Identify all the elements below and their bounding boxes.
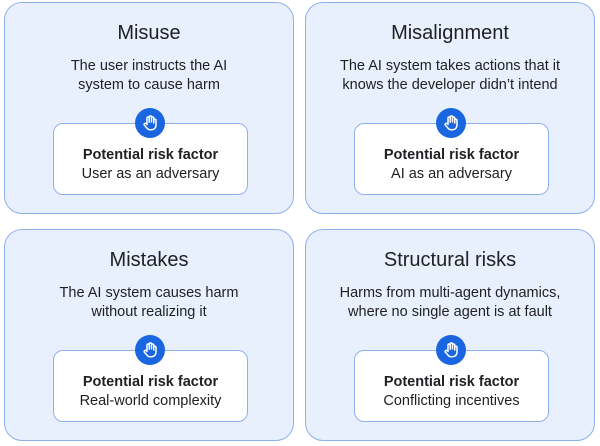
card-title: Mistakes	[109, 249, 189, 271]
card-title: Misuse	[117, 22, 181, 44]
risk-factor-box: Potential risk factor Conflicting incent…	[354, 335, 549, 422]
risk-factor-box: Potential risk factor AI as an adversary	[354, 108, 549, 195]
card-description-line: The user instructs the AI	[70, 58, 228, 74]
card-title: Misalignment	[391, 22, 509, 44]
raised-hand-icon	[436, 335, 466, 365]
risk-factor-heading: Potential risk factor	[383, 374, 520, 390]
raised-hand-icon	[135, 108, 165, 138]
card-description-line: without realizing it	[91, 304, 207, 320]
risk-factor-heading: Potential risk factor	[82, 374, 219, 390]
card-misalignment: Misalignment The AI system takes actions…	[305, 2, 595, 214]
risk-factor-heading: Potential risk factor	[82, 147, 219, 163]
card-description: Harms from multi-agent dynamics, where n…	[316, 284, 584, 322]
card-description-line: knows the developer didn’t intend	[342, 77, 558, 93]
card-mistakes: Mistakes The AI system causes harm witho…	[4, 229, 294, 441]
card-description-line: where no single agent is at fault	[348, 304, 552, 320]
card-description: The AI system causes harm without realiz…	[15, 284, 283, 322]
risk-factor-value: AI as an adversary	[391, 166, 512, 182]
risk-factor-box: Potential risk factor Real-world complex…	[53, 335, 248, 422]
raised-hand-icon	[135, 335, 165, 365]
risk-factor-heading: Potential risk factor	[383, 147, 520, 163]
card-description: The AI system takes actions that it know…	[316, 57, 584, 95]
risk-factor-value: Real-world complexity	[79, 393, 222, 409]
card-structural-risks: Structural risks Harms from multi-agent …	[305, 229, 595, 441]
risk-factor-box: Potential risk factor User as an adversa…	[53, 108, 248, 195]
card-description-line: The AI system causes harm	[59, 285, 239, 301]
card-description: The user instructs the AI system to caus…	[15, 57, 283, 95]
risk-factor-value: User as an adversary	[81, 166, 220, 182]
card-title: Structural risks	[383, 249, 517, 271]
risk-factor-value: Conflicting incentives	[383, 393, 520, 409]
card-description-line: system to cause harm	[78, 77, 220, 93]
card-description-line: Harms from multi-agent dynamics,	[339, 285, 561, 301]
card-description-line: The AI system takes actions that it	[339, 58, 560, 74]
raised-hand-icon	[436, 108, 466, 138]
card-misuse: Misuse The user instructs the AI system …	[4, 2, 294, 214]
